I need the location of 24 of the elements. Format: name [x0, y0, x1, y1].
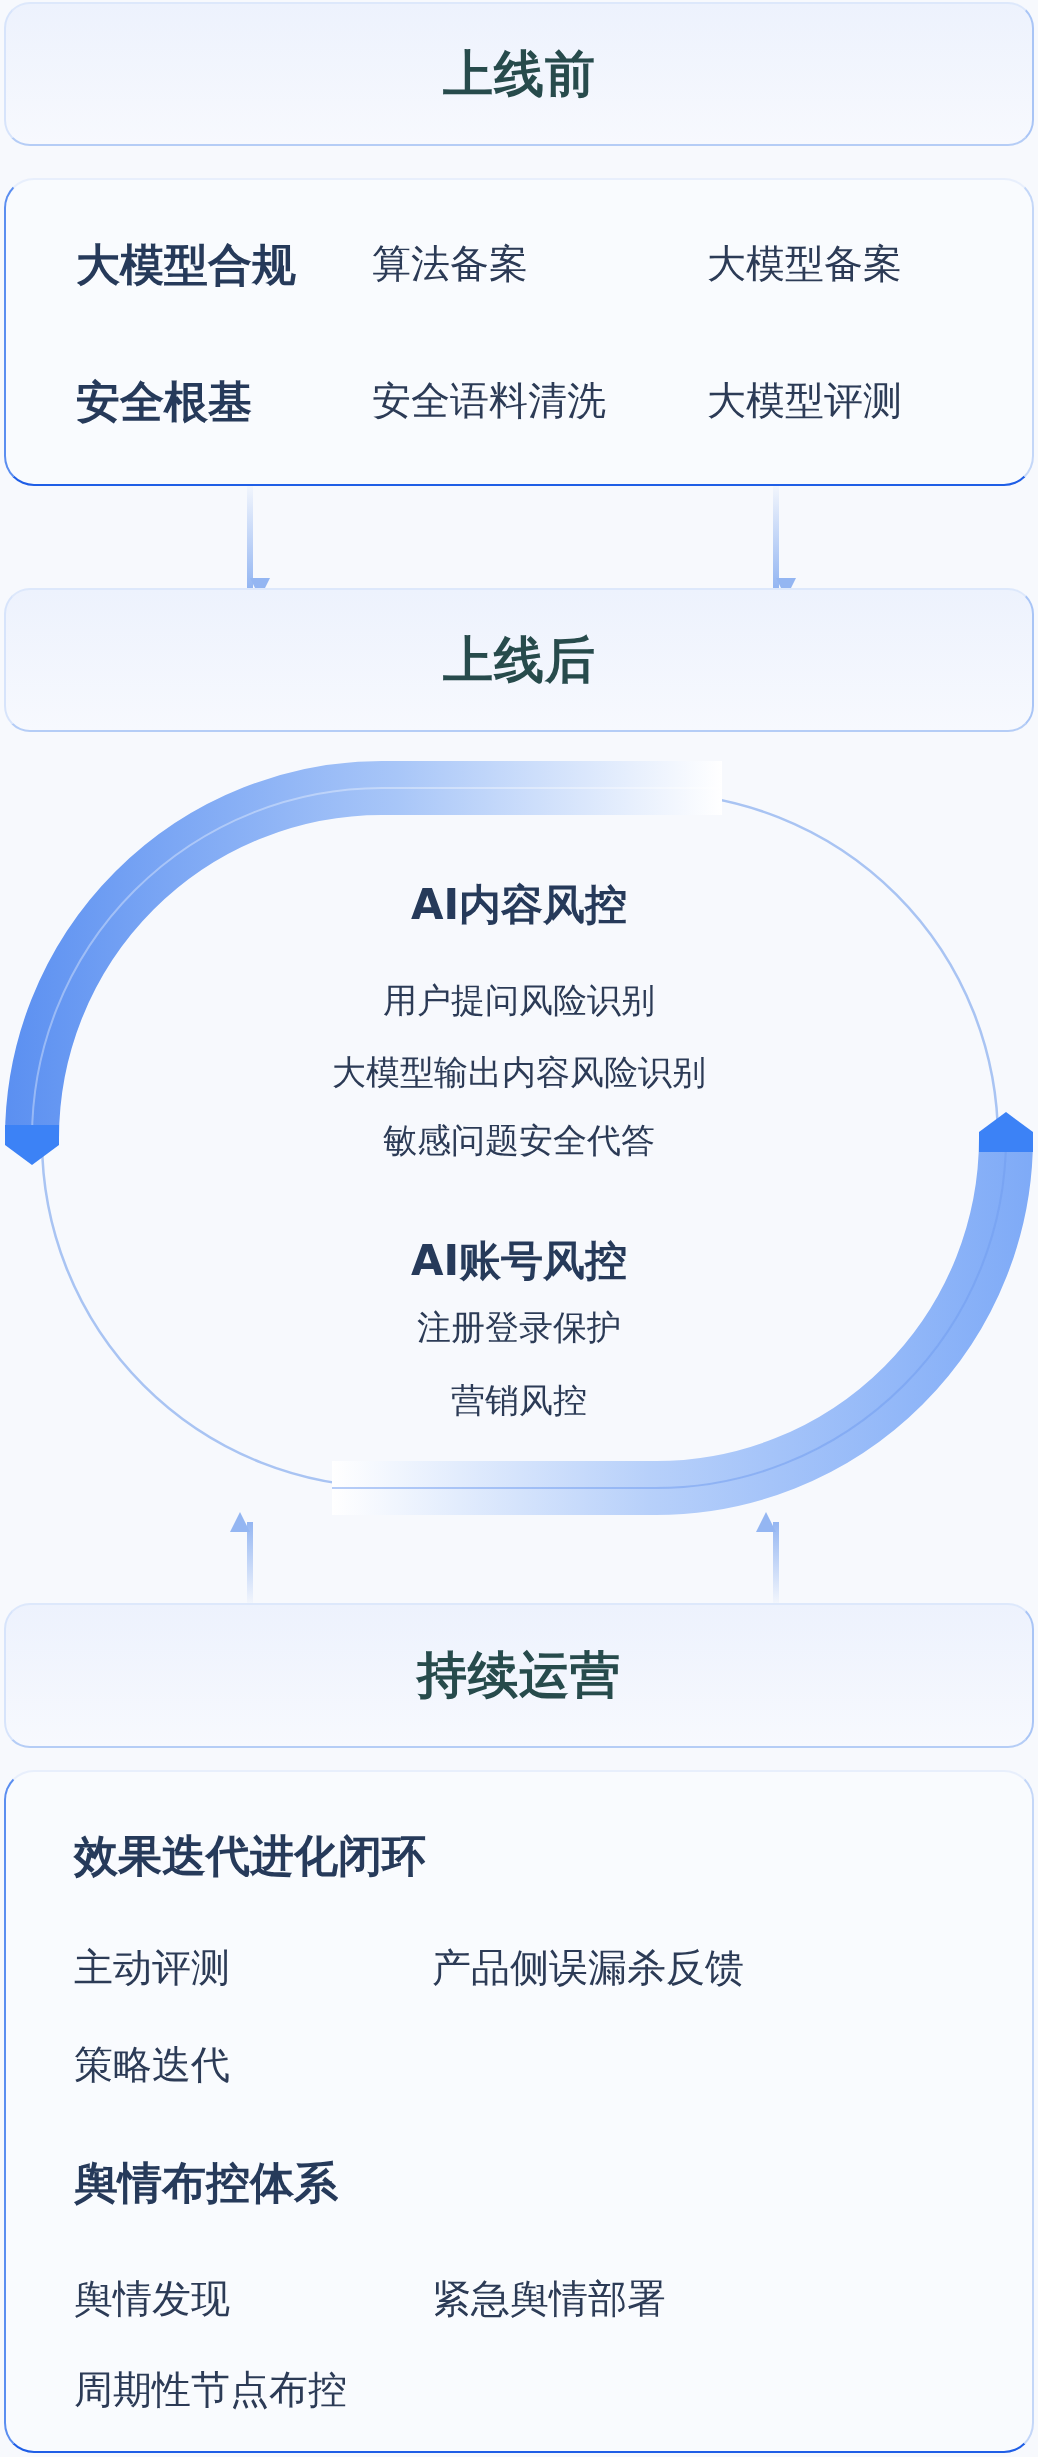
item-text: 大模型评测 [707, 377, 903, 426]
item-text: 主动评测 [74, 1944, 231, 1993]
item-text: 算法备案 [372, 240, 529, 289]
arrow [230, 1512, 253, 1603]
stage-title: 持续运营 [417, 1645, 621, 1706]
stage-header-box [4, 588, 1034, 732]
category-heading: 舆情布控体系 [74, 2155, 339, 2210]
content-panel [4, 1770, 1034, 2453]
content-panel [4, 178, 1034, 486]
item-text: 产品侧误漏杀反馈 [432, 1944, 745, 1993]
item-text: 紧急舆情部署 [432, 2274, 667, 2323]
item-text: 安全语料清洗 [372, 377, 607, 426]
category-heading: 安全根基 [76, 375, 253, 430]
item-text: 舆情发现 [74, 2274, 231, 2323]
item-text: 大模型备案 [707, 240, 903, 289]
category-heading: 大模型合规 [76, 238, 297, 292]
arrow [756, 1512, 779, 1603]
item-text: 策略迭代 [74, 2040, 231, 2089]
item-text: 周期性节点布控 [74, 2366, 348, 2415]
stage-header-box [4, 1603, 1034, 1748]
stage-title: 上线后 [442, 629, 596, 691]
stage-title: 上线前 [442, 43, 596, 105]
stage-header-box [4, 2, 1034, 146]
category-heading: 效果迭代进化闭环 [74, 1829, 427, 1883]
